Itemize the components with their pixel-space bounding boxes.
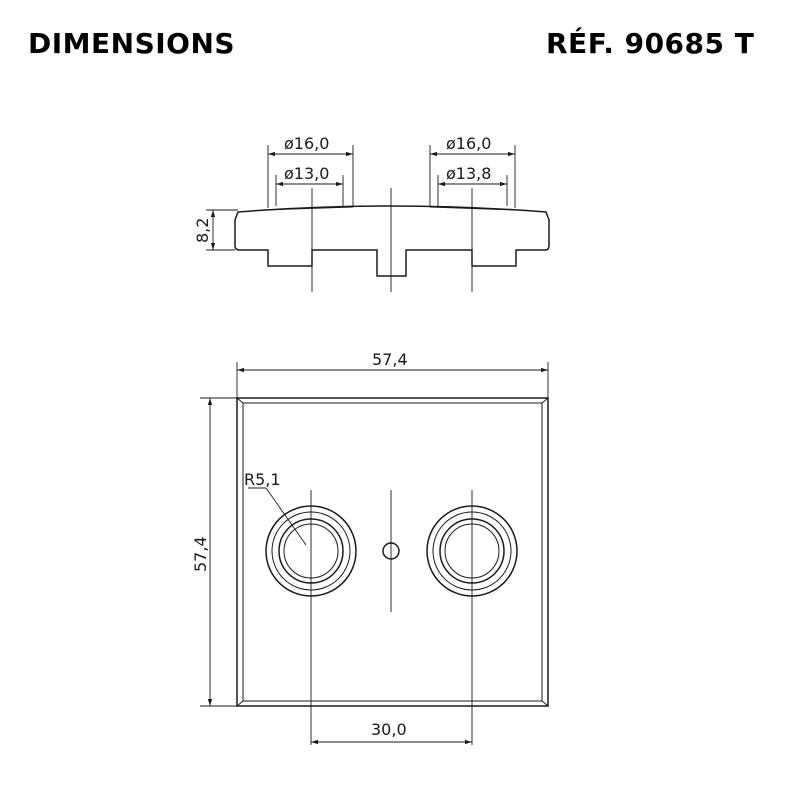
dim-width-label: 57,4 <box>372 350 408 369</box>
dim-inner-right-label: ø13,8 <box>446 164 491 183</box>
dim-inner-left-label: ø13,0 <box>284 164 329 183</box>
corner-mark <box>236 700 244 707</box>
plate-bevel <box>242 402 543 702</box>
side-view-top-edge <box>429 206 516 211</box>
reference-label: RÉF. 90685 T <box>546 27 755 60</box>
dim-front-height-label: 57,4 <box>191 536 210 572</box>
page-title: DIMENSIONS <box>28 27 236 60</box>
side-view-top-edge <box>261 206 354 211</box>
dim-outer-right-label: ø16,0 <box>446 134 491 153</box>
corner-mark <box>236 397 244 404</box>
front-view: R5,1 57,4 57,4 30,0 <box>191 350 549 745</box>
dim-radius-label: R5,1 <box>244 470 281 489</box>
dim-height-label: 8,2 <box>193 218 212 243</box>
dim-outer-left-label: ø16,0 <box>284 134 329 153</box>
plate-outline <box>236 397 549 707</box>
radius-leader <box>265 487 307 546</box>
side-view: ø16,0 ø13,0 ø16,0 ø13,8 8,2 <box>193 134 550 292</box>
dim-spacing-label: 30,0 <box>371 720 407 739</box>
corner-mark <box>541 700 549 707</box>
side-view-profile <box>234 205 550 277</box>
corner-mark <box>541 397 549 404</box>
